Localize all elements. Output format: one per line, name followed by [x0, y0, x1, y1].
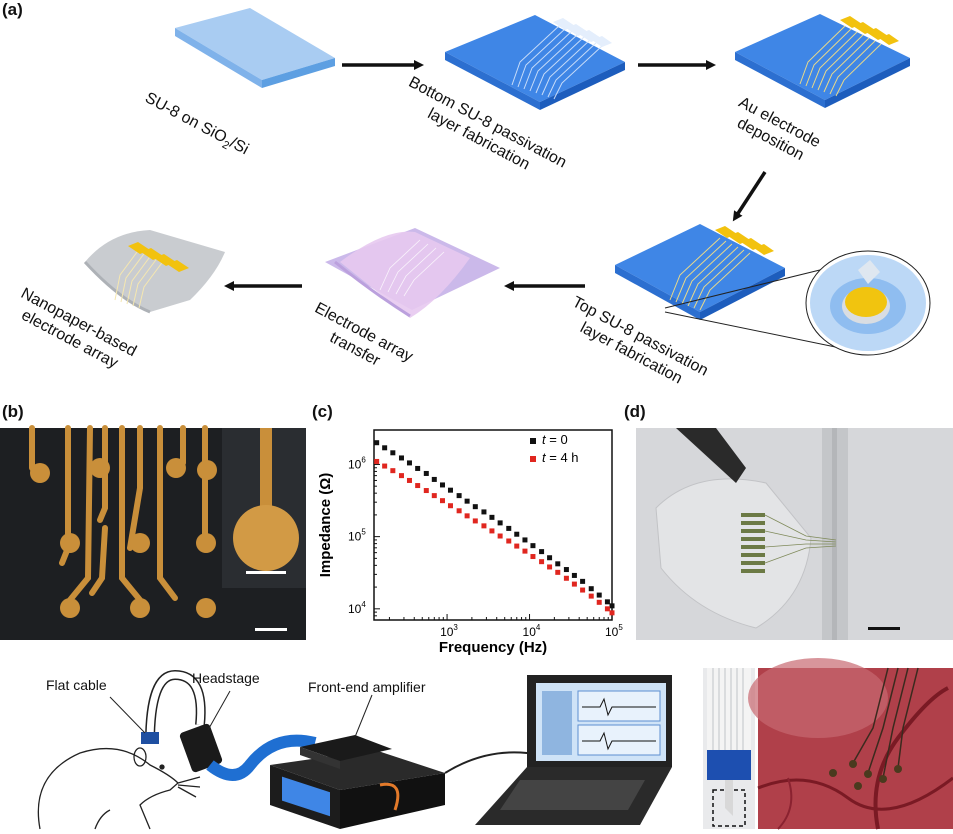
data-point-t4h [555, 569, 561, 575]
data-point-t4h [481, 523, 487, 529]
data-point-t0 [588, 586, 594, 592]
data-point-t0 [390, 450, 396, 456]
data-point-t0 [580, 578, 586, 584]
substrate-slab-3 [735, 14, 910, 108]
data-point-t0 [497, 520, 503, 526]
array-cable-photo [703, 668, 755, 829]
data-point-t4h [497, 533, 503, 539]
data-point-t4h [382, 463, 388, 469]
legend-marker [530, 438, 536, 444]
data-point-t0 [415, 465, 421, 471]
panel-label-b: (b) [2, 402, 24, 421]
legend-label: t = 4 h [542, 450, 579, 465]
recording-setup [37, 669, 672, 830]
data-point-t0 [382, 445, 388, 451]
data-point-t0 [530, 543, 536, 549]
data-point-t0 [423, 470, 429, 476]
laptop-illustration [475, 675, 672, 825]
data-point-t4h [547, 564, 553, 570]
substrate-slab-2 [445, 15, 625, 110]
data-point-t4h [522, 548, 528, 554]
panel-label-c: (c) [312, 402, 333, 421]
data-point-t0 [431, 476, 437, 482]
data-point-t0 [374, 440, 380, 446]
data-point-t0 [456, 493, 462, 499]
data-point-t4h [456, 508, 462, 514]
data-point-t0 [547, 555, 553, 561]
data-point-t4h [539, 559, 545, 565]
panel-label-a: (a) [2, 0, 23, 19]
y-tick-label: 106 [348, 455, 366, 471]
setup-leader-lines [109, 690, 373, 738]
x-tick-label: 103 [440, 623, 458, 639]
y-tick-label: 104 [348, 600, 366, 616]
label-headstage: Headstage [192, 670, 260, 686]
data-point-t4h [406, 477, 412, 483]
data-point-t4h [439, 498, 445, 504]
data-point-t0 [472, 504, 478, 510]
data-point-t4h [506, 538, 512, 544]
electrode-zoom-inset [805, 250, 931, 356]
data-point-t0 [596, 592, 602, 598]
brain-implant-photo [748, 658, 953, 830]
fabrication-diagram [83, 8, 931, 356]
data-point-t0 [481, 509, 487, 515]
legend-label: t = 0 [542, 432, 568, 447]
data-point-t4h [423, 488, 429, 494]
data-point-t4h [596, 599, 602, 605]
data-point-t4h [571, 581, 577, 587]
data-point-t4h [472, 518, 478, 524]
data-point-t0 [398, 455, 404, 461]
substrate-slab-6 [83, 230, 225, 314]
data-point-t4h [514, 543, 520, 549]
data-point-t4h [609, 610, 615, 616]
data-point-t4h [530, 554, 536, 560]
legend-marker [530, 456, 536, 462]
data-point-t0 [406, 460, 412, 466]
data-point-t4h [580, 587, 586, 593]
data-point-t0 [464, 498, 470, 504]
data-point-t4h [431, 493, 437, 499]
data-point-t4h [464, 513, 470, 519]
x-tick-label: 105 [605, 623, 623, 639]
panel-label-d: (d) [624, 402, 646, 421]
data-point-t0 [609, 603, 615, 609]
flexible-array-photo [636, 428, 953, 640]
data-point-t4h [398, 473, 404, 479]
data-point-t0 [522, 537, 528, 543]
rat-illustration [37, 747, 201, 830]
data-point-t0 [563, 567, 569, 573]
substrate-slab-1 [175, 8, 335, 88]
data-point-t0 [514, 531, 520, 537]
data-point-t0 [447, 487, 453, 493]
data-point-t4h [588, 593, 594, 599]
data-point-t0 [506, 525, 512, 531]
data-point-t0 [555, 561, 561, 567]
label-amplifier: Front-end amplifier [308, 679, 426, 695]
data-point-t0 [571, 572, 577, 578]
electrode-micrograph [0, 425, 306, 640]
x-tick-label: 104 [523, 623, 541, 639]
data-point-t4h [604, 606, 610, 612]
data-point-t0 [604, 599, 610, 605]
substrate-slab-4 [615, 224, 785, 320]
data-point-t4h [489, 528, 495, 534]
data-point-t4h [390, 468, 396, 474]
data-point-t0 [489, 514, 495, 520]
chart-frame [373, 429, 613, 621]
x-axis-label: Frequency (Hz) [439, 639, 547, 656]
substrate-slab-5 [325, 228, 500, 318]
data-point-t4h [415, 483, 421, 489]
data-point-t0 [439, 482, 445, 488]
data-point-t4h [447, 503, 453, 509]
data-point-t4h [563, 575, 569, 581]
y-axis-label: Impedance (Ω) [317, 473, 334, 578]
y-tick-label: 105 [348, 528, 366, 544]
label-flat-cable: Flat cable [46, 677, 107, 693]
data-point-t4h [374, 458, 380, 464]
data-point-t0 [539, 549, 545, 555]
